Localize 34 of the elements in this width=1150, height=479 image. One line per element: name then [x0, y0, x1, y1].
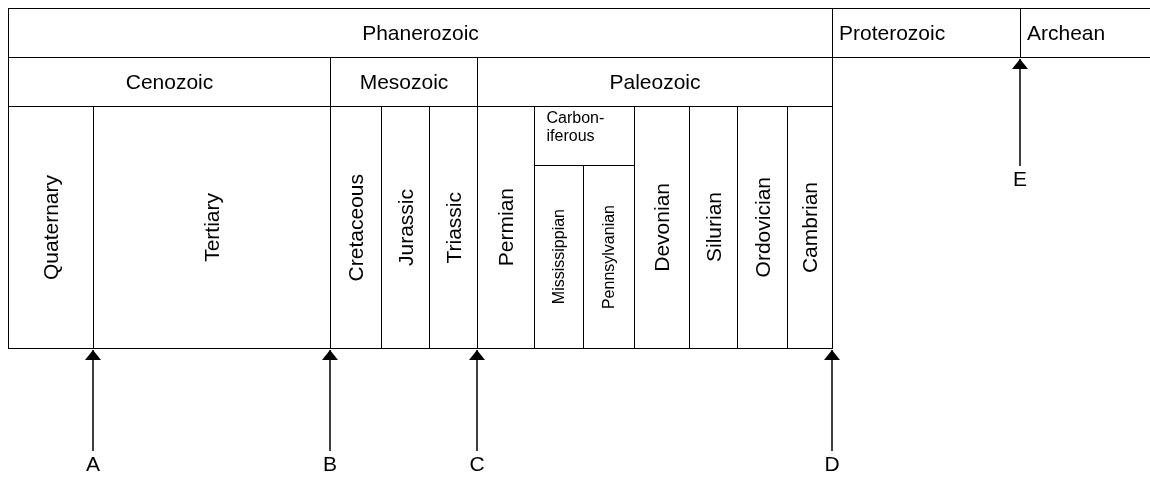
- era-label: Archean: [1027, 20, 1106, 46]
- period-label: Triassic: [441, 191, 466, 264]
- era-label: Proterozoic: [839, 20, 946, 46]
- arrow: [322, 349, 338, 452]
- timescale-cell: [832, 8, 1021, 58]
- boundary-letter: A: [86, 452, 100, 476]
- period-label: Mississippian: [550, 209, 568, 305]
- boundary-letter: B: [323, 452, 337, 476]
- period-label: Permian: [494, 188, 518, 267]
- boundary-letter: C: [469, 452, 485, 476]
- arrow: [1012, 58, 1028, 167]
- arrow: [469, 349, 485, 452]
- era-label: Mesozoic: [359, 69, 449, 95]
- era-label: Phanerozoic: [362, 20, 479, 46]
- period-label: Jurassic: [393, 189, 418, 266]
- period-label: Quaternary: [39, 174, 63, 281]
- timescale-cell: [8, 106, 94, 349]
- period-label: Silurian: [701, 192, 726, 263]
- period-label: Carbon- iferous: [546, 109, 606, 146]
- timescale-cell: [787, 106, 833, 349]
- period-label: Cambrian: [798, 181, 822, 273]
- boundary-letter: E: [1013, 167, 1027, 191]
- era-label: Cenozoic: [125, 69, 214, 95]
- period-label: Devonian: [650, 183, 674, 272]
- timescale-cell: [8, 8, 833, 58]
- period-label: Cretaceous: [344, 173, 368, 282]
- era-label: Paleozoic: [609, 69, 701, 95]
- arrow: [824, 349, 840, 452]
- period-label: Ordovician: [750, 177, 775, 278]
- arrow: [85, 349, 101, 452]
- timescale-cell: [1020, 8, 1150, 58]
- boundary-letter: D: [824, 452, 840, 476]
- period-label: Pennsylvanian: [600, 204, 618, 310]
- period-label: Tertiary: [200, 193, 224, 262]
